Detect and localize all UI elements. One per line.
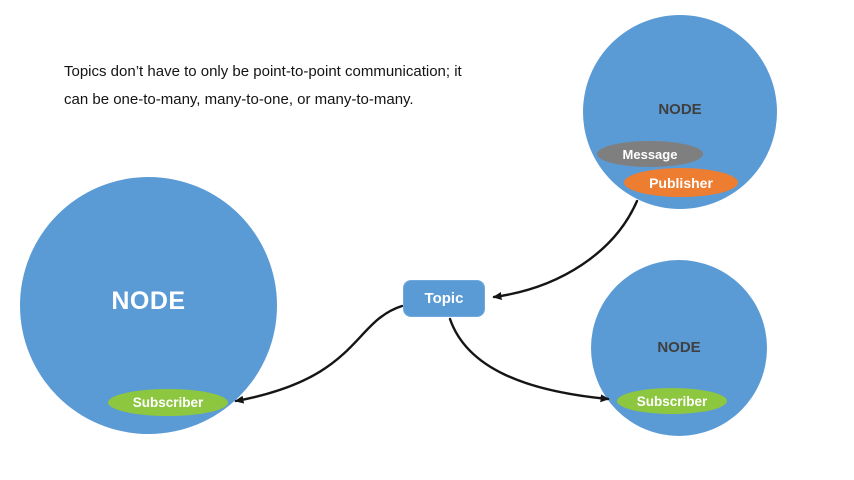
topic-label: Topic xyxy=(424,290,464,307)
topic-box: Topic xyxy=(403,280,485,317)
subscriber-pill-left: Subscriber xyxy=(108,389,228,416)
node-left-label: NODE xyxy=(111,287,186,315)
publisher-pill: Publisher xyxy=(624,168,738,197)
arrow-topic-to-right-subscriber xyxy=(448,317,610,403)
message-pill: Message xyxy=(597,141,703,167)
subscriber-right-label: Subscriber xyxy=(636,393,708,409)
subscriber-left-label: Subscriber xyxy=(132,395,204,410)
subscriber-pill-right: Subscriber xyxy=(617,388,727,414)
node-bottom-right-label: NODE xyxy=(657,339,701,356)
arrow-publisher-to-topic xyxy=(492,199,639,300)
intro-line-2: can be one-to-many, many-to-one, or many… xyxy=(64,91,414,108)
publisher-label: Publisher xyxy=(649,174,713,191)
intro-text: Topics don’t have to only be point-to-po… xyxy=(64,58,462,114)
node-top-right-label: NODE xyxy=(658,101,702,118)
intro-line-1: Topics don’t have to only be point-to-po… xyxy=(64,63,462,80)
message-label: Message xyxy=(622,146,678,162)
